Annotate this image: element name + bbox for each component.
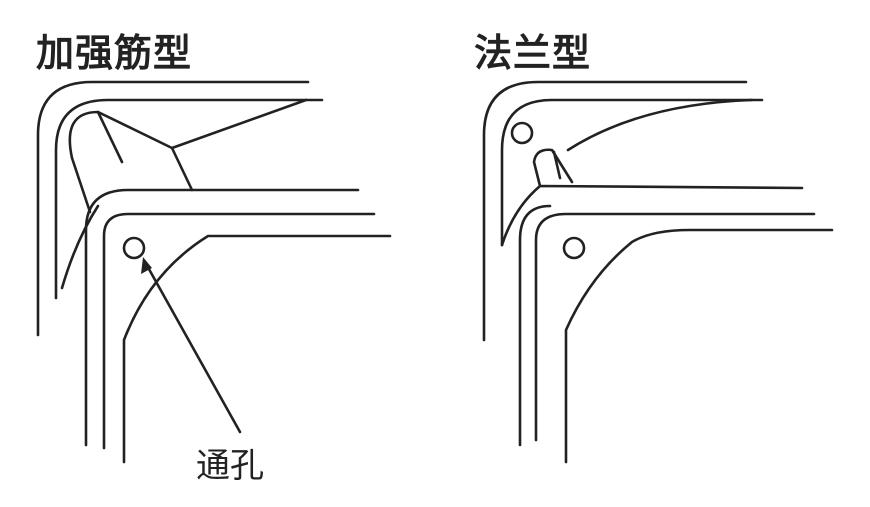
inner-frame-line-2 [102,212,376,450]
flange-tab-crease [552,150,562,180]
flange-inner-line-2 [518,204,552,447]
outer-frame-line-1 [36,80,310,337]
flange-hole-lower [562,236,586,260]
rib-fold-line [96,110,124,164]
stiffening-rib [68,110,174,214]
rib-edge-line [170,146,194,192]
flange-inner-line-3 [534,212,816,442]
flange-outer-line-2 [500,98,764,247]
outer-frame-line-2 [54,98,324,300]
flange-type-diagram [482,80,834,464]
flange-type-title: 法兰型 [474,31,592,75]
rib-top-line [170,98,308,150]
flange-curve [566,98,754,152]
rib-type-diagram [36,80,392,464]
through-hole-label: 通孔 [196,446,264,486]
hole-leader-arrowhead [141,257,152,274]
hole-leader-line [143,260,242,434]
flange-outer-line-1 [482,80,748,342]
flange-tab [532,148,574,188]
inner-frame-line-3 [122,234,392,464]
flange-hole-upper [510,121,534,145]
flange-inner-line-4 [564,228,834,464]
rib-lower-line [60,204,100,290]
rib-type-title: 加强筋型 [36,31,193,75]
flange-inner-line-1 [500,184,804,247]
through-hole-circle [122,236,146,260]
inner-frame-line-1 [84,188,360,447]
